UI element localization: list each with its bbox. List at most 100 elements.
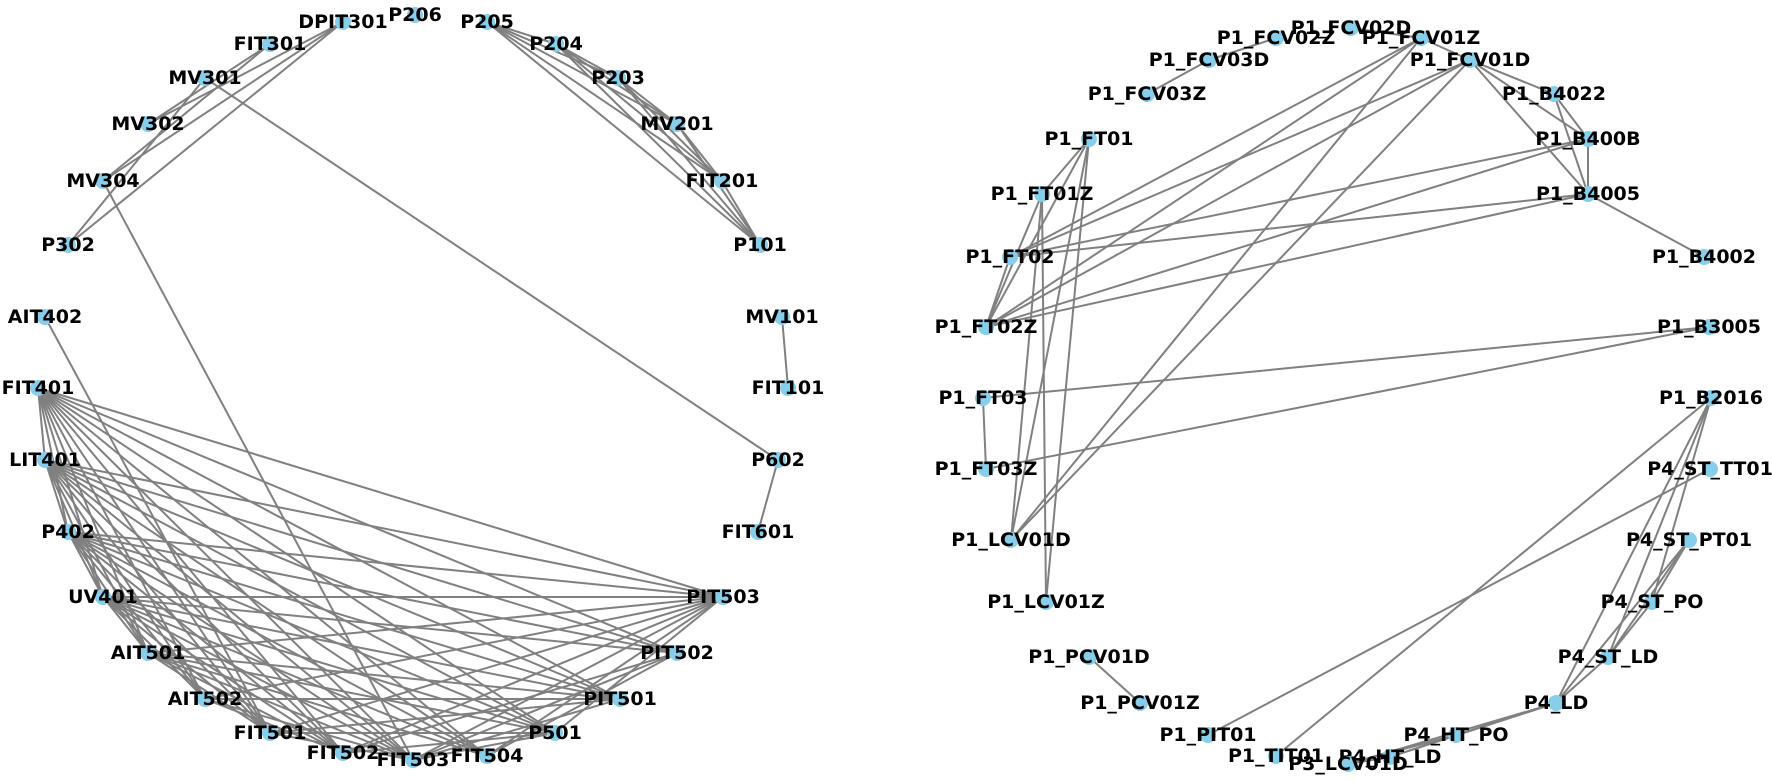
node-dot	[1462, 52, 1478, 68]
node-label: P1_FT01	[1044, 128, 1133, 150]
node-ait402[interactable]: AIT402	[8, 306, 82, 328]
edge-p1-ft01-p1-ft02z	[985, 138, 1090, 328]
edge-p1-ft01z-p1-lcv01d	[1010, 193, 1043, 541]
node-fit503[interactable]: FIT503	[377, 749, 450, 771]
node-p4-st-pt01[interactable]: P4_ST_PT01	[1626, 529, 1752, 551]
node-p1-b4022[interactable]: P1_B4022	[1502, 83, 1606, 105]
node-label: FIT101	[752, 377, 825, 399]
node-p1-fcv02z[interactable]: P1_FCV02Z	[1217, 27, 1336, 49]
node-pit502[interactable]: PIT502	[640, 642, 714, 664]
edge-p1-ft03-p1-ft03z	[982, 397, 987, 470]
node-mv304[interactable]: MV304	[66, 170, 139, 192]
node-dot	[612, 691, 628, 707]
node-p602[interactable]: P602	[751, 449, 805, 471]
node-fit502[interactable]: FIT502	[307, 742, 380, 764]
node-label: P4_ST_LD	[1558, 646, 1659, 668]
edge-fit501-pit503	[269, 596, 724, 734]
edge-p1-fcv01d-p1-lcv01d	[1010, 59, 1471, 541]
node-dpit301[interactable]: DPIT301	[298, 11, 387, 33]
edge-p1-fcv01d-p1-b400b	[1469, 59, 1589, 140]
node-fit101[interactable]: FIT101	[752, 377, 825, 399]
node-p1-lcv01d[interactable]: P1_LCV01D	[951, 529, 1071, 551]
node-label: P1_FCV01D	[1410, 49, 1531, 71]
node-label: DPIT301	[298, 11, 387, 33]
node-p302[interactable]: P302	[41, 234, 95, 256]
node-p1-tit01[interactable]: P1_TIT01	[1228, 745, 1324, 767]
node-p4-ht-ld[interactable]: P4_HT_LD	[1339, 746, 1442, 768]
edge-p1-pcv01d-p1-pcv01z	[1088, 656, 1141, 704]
node-p1-ft03z[interactable]: P1_FT03Z	[935, 458, 1038, 480]
node-p1-ft02z[interactable]: P1_FT02Z	[935, 316, 1038, 338]
edge-fit401-lit401	[37, 387, 46, 461]
node-p1-ft02[interactable]: P1_FT02	[965, 246, 1054, 268]
node-p1-fcv01z[interactable]: P1_FCV01Z	[1362, 27, 1481, 49]
node-p4-ht-po[interactable]: P4_HT_PO	[1403, 724, 1508, 746]
node-dot	[975, 390, 991, 406]
edge-mv304-fit503	[102, 180, 414, 761]
edge-fit503-p501	[412, 732, 556, 761]
node-label: P1_FT03Z	[935, 458, 1038, 480]
edge-p205-mv201	[486, 21, 678, 125]
node-lit401[interactable]: LIT401	[9, 449, 81, 471]
edge-p1-b3005-p1-ft03z	[985, 326, 1710, 470]
node-p1-lcv01z[interactable]: P1_LCV01Z	[987, 591, 1105, 613]
node-ait502[interactable]: AIT502	[168, 688, 242, 710]
node-pit503[interactable]: PIT503	[686, 586, 760, 608]
node-ait501[interactable]: AIT501	[111, 642, 185, 664]
node-p1-fcv02d[interactable]: P1_FCV02D	[1291, 17, 1412, 39]
node-fit601[interactable]: FIT601	[722, 521, 795, 543]
node-p1-ft03[interactable]: P1_FT03	[938, 387, 1027, 409]
node-fit401[interactable]: FIT401	[2, 377, 75, 399]
node-p1-b4005[interactable]: P1_B4005	[1536, 183, 1640, 205]
node-p1-fcv03d[interactable]: P1_FCV03D	[1149, 49, 1270, 71]
node-label: P4_ST_PT01	[1626, 529, 1752, 551]
node-fit301[interactable]: FIT301	[234, 33, 307, 55]
node-label: P4_ST_TT01	[1647, 458, 1772, 480]
node-mv101[interactable]: MV101	[745, 306, 818, 328]
node-p1-pit01[interactable]: P1_PIT01	[1159, 724, 1256, 746]
node-p4-st-po[interactable]: P4_ST_PO	[1601, 591, 1704, 613]
node-mv201[interactable]: MV201	[640, 113, 713, 135]
node-p4-ld[interactable]: P4_LD	[1524, 692, 1589, 714]
node-uv401[interactable]: UV401	[68, 586, 138, 608]
node-fit201[interactable]: FIT201	[686, 170, 759, 192]
node-p1-fcv03z[interactable]: P1_FCV03Z	[1088, 83, 1207, 105]
node-p1-b400b[interactable]: P1_B400B	[1535, 128, 1640, 150]
node-p501[interactable]: P501	[528, 722, 582, 744]
node-dot	[1200, 727, 1216, 743]
node-p402[interactable]: P402	[41, 521, 95, 543]
node-p1-ft01z[interactable]: P1_FT01Z	[991, 183, 1094, 205]
node-p205[interactable]: P205	[460, 11, 514, 33]
node-label: MV301	[168, 67, 241, 89]
node-mv302[interactable]: MV302	[111, 113, 184, 135]
node-p206[interactable]: P206	[388, 4, 442, 26]
node-p4-st-tt01[interactable]: P4_ST_TT01	[1647, 458, 1772, 480]
node-mv301[interactable]: MV301	[168, 67, 241, 89]
node-p101[interactable]: P101	[733, 234, 787, 256]
node-label: MV201	[640, 113, 713, 135]
node-label: P1_B2016	[1659, 387, 1763, 409]
node-fit504[interactable]: FIT504	[451, 745, 524, 767]
edge-p204-fit201	[555, 43, 723, 182]
node-pit501[interactable]: PIT501	[583, 688, 657, 710]
node-p1-pcv01d[interactable]: P1_PCV01D	[1028, 646, 1149, 668]
node-p1-fcv01d[interactable]: P1_FCV01D	[1410, 49, 1531, 71]
node-dot	[197, 70, 213, 86]
node-p1-b2016[interactable]: P1_B2016	[1659, 387, 1763, 409]
node-label: PIT503	[686, 586, 760, 608]
node-p4-st-ld[interactable]: P4_ST_LD	[1558, 646, 1659, 668]
node-p1-ft01[interactable]: P1_FT01	[1044, 128, 1133, 150]
node-dot	[1413, 30, 1429, 46]
node-dot	[1644, 594, 1660, 610]
node-p204[interactable]: P204	[529, 33, 583, 55]
node-p1-pcv01z[interactable]: P1_PCV01Z	[1080, 692, 1199, 714]
node-p1-b3005[interactable]: P1_B3005	[1657, 316, 1761, 338]
edge-p402-pit501	[67, 531, 621, 700]
node-p1-b4002[interactable]: P1_B4002	[1652, 246, 1756, 268]
node-p3-lcv01d[interactable]: P3_LCV01D	[1288, 753, 1408, 775]
node-p203[interactable]: P203	[591, 67, 645, 89]
node-dot	[95, 589, 111, 605]
node-fit501[interactable]: FIT501	[234, 722, 307, 744]
edge-p1-ft01-p1-lcv01z	[1045, 138, 1090, 603]
